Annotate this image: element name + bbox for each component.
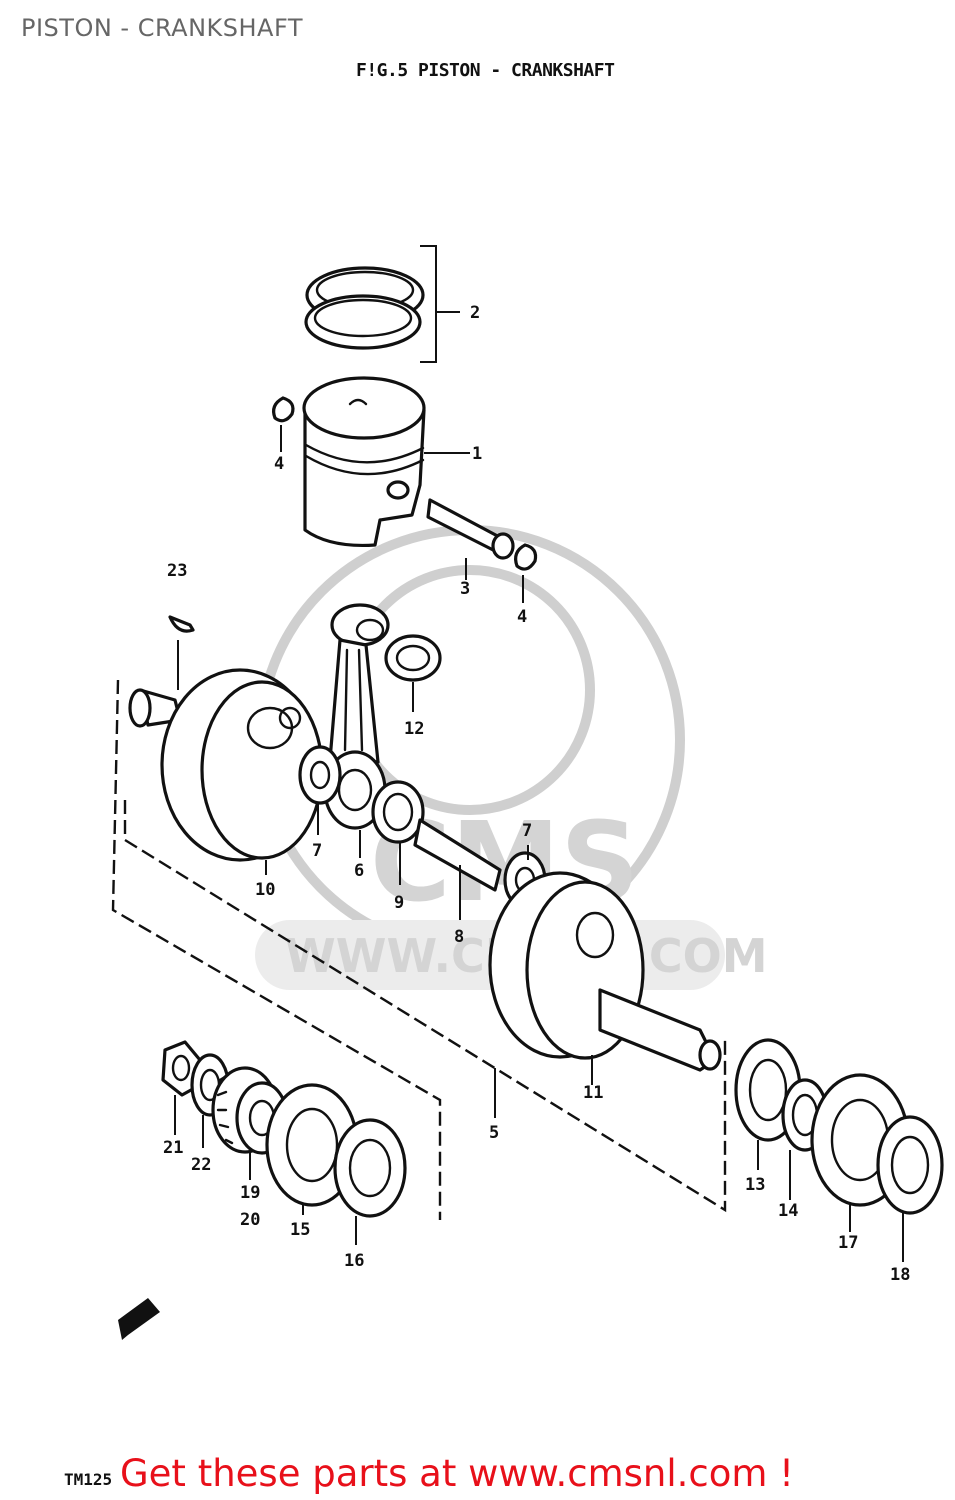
callout-22: 22 (191, 1155, 211, 1175)
crank-web-left (128, 668, 324, 875)
callout-11: 11 (583, 1083, 603, 1103)
callout-21: 21 (163, 1138, 183, 1158)
callout-7-right: 7 (522, 821, 532, 841)
front-direction-arrow-icon (118, 1298, 160, 1340)
big-end-bearing (371, 780, 425, 885)
model-code: TM125 (64, 1470, 113, 1489)
callout-2: 2 (470, 303, 480, 323)
callout-17: 17 (838, 1233, 858, 1253)
callout-19: 19 (240, 1183, 260, 1203)
callout-16: 16 (344, 1251, 364, 1271)
callout-10: 10 (255, 880, 275, 900)
piston-pin-clip-left (272, 396, 295, 452)
thrust-washer-left (298, 745, 342, 835)
crankshaft-assembly-bracket (111, 679, 727, 1220)
callout-6: 6 (354, 861, 364, 881)
crank-pin (413, 818, 502, 920)
callout-14: 14 (778, 1201, 798, 1221)
callout-3: 3 (460, 579, 470, 599)
callout-20: 20 (240, 1210, 260, 1230)
callout-12: 12 (404, 719, 424, 739)
callout-7-left: 7 (312, 841, 322, 861)
oil-seal-left (333, 1118, 407, 1245)
callout-18: 18 (890, 1265, 910, 1285)
small-end-bearing (384, 634, 442, 712)
piston (302, 376, 470, 548)
callout-8: 8 (454, 927, 464, 947)
callout-15: 15 (290, 1220, 310, 1240)
callout-23: 23 (167, 561, 187, 581)
piston-ring-set (304, 245, 460, 363)
callout-4-left: 4 (274, 454, 284, 474)
callout-4-right: 4 (517, 607, 527, 627)
buy-parts-link[interactable]: Get these parts at www.cmsnl.com ! (120, 1452, 795, 1495)
page-title: PISTON - CRANKSHAFT (21, 14, 304, 42)
callout-13: 13 (745, 1175, 765, 1195)
callout-9: 9 (394, 893, 404, 913)
callout-1: 1 (472, 444, 482, 464)
piston-pin (426, 498, 515, 580)
crank-web-right (488, 871, 722, 1085)
callout-5: 5 (489, 1123, 499, 1143)
figure-title: F!G.5 PISTON - CRANKSHAFT (356, 60, 615, 81)
oil-seal-right (876, 1115, 944, 1262)
piston-pin-clip-right (514, 543, 538, 603)
woodruff-key (168, 615, 195, 690)
